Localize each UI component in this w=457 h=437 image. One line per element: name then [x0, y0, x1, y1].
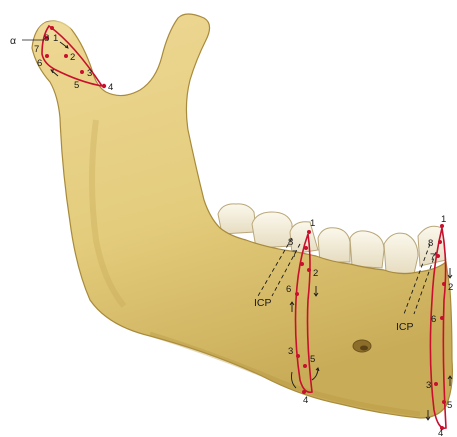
incisal-point	[442, 282, 446, 286]
premolar-2	[350, 231, 384, 268]
incisal-right-label-7: 7	[430, 252, 435, 263]
condyle-point	[102, 84, 106, 88]
incisal-point	[442, 400, 446, 404]
condyle-label-3: 3	[87, 68, 92, 79]
condyle-label-4: 4	[108, 82, 113, 93]
condyle-label-2: 2	[70, 52, 75, 63]
incisal-point	[440, 316, 444, 320]
incisal-point	[307, 268, 311, 272]
incisal-left-label-3: 3	[288, 346, 293, 357]
condyle-point	[80, 70, 84, 74]
icp-label-left: ICP	[254, 297, 272, 309]
incisal-point	[438, 240, 442, 244]
incisal-right-label-2: 2	[448, 282, 453, 293]
incisal-point	[303, 364, 307, 368]
incisal-right-label-3: 3	[426, 380, 431, 391]
incisal-right-label-6: 6	[431, 314, 436, 325]
incisal-left-label-1: 1	[310, 218, 315, 229]
incisal-point	[295, 292, 299, 296]
incisal-right-label-8: 8	[428, 238, 433, 249]
condyle-label-5: 5	[74, 80, 79, 91]
condyle-label-7: 7	[34, 44, 39, 55]
incisal-left-label-4: 4	[303, 395, 308, 406]
condyle-label-8: 8	[44, 33, 49, 44]
molar-2	[252, 212, 292, 248]
condyle-point	[45, 54, 49, 58]
incisal-point	[302, 390, 306, 394]
incisal-point	[436, 254, 440, 258]
incisal-right-label-4: 4	[438, 428, 443, 437]
incisal-right-label-1: 1	[441, 214, 446, 225]
incisal-point	[304, 246, 308, 250]
arrow-icon	[448, 268, 452, 278]
incisal-left-label-7: 7	[292, 249, 297, 260]
incisal-point	[296, 354, 300, 358]
premolar-1	[318, 228, 350, 262]
alpha-label: α	[10, 35, 16, 47]
condyle-label-1: 1	[53, 33, 58, 44]
condyle-point	[64, 54, 68, 58]
incisal-point	[300, 262, 304, 266]
incisal-left-label-6: 6	[286, 284, 291, 295]
mental-foramen-highlight	[360, 346, 368, 351]
incisal-point	[434, 382, 438, 386]
condyle-label-6: 6	[37, 58, 42, 69]
condyle-point	[50, 26, 54, 30]
canine	[384, 233, 418, 274]
incisal-left-label-2: 2	[313, 268, 318, 279]
molar-1	[218, 204, 256, 234]
incisal-point	[307, 230, 311, 234]
incisal-left-label-8: 8	[288, 237, 293, 248]
incisal-left-label-5: 5	[310, 354, 315, 365]
incisal-right-label-5: 5	[447, 400, 452, 411]
icp-label-right: ICP	[396, 321, 414, 333]
